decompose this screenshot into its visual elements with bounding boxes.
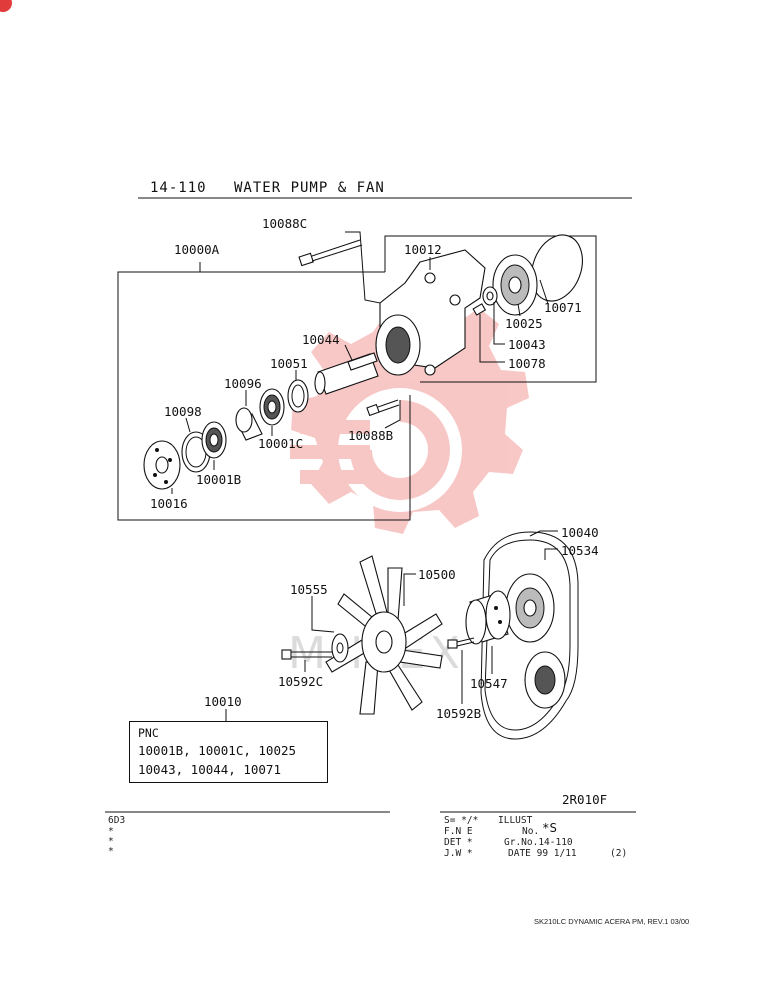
pnc-line-2: 10043, 10044, 10071 — [138, 762, 281, 777]
snap-ring-10098 — [181, 431, 211, 473]
info-left-row2: * — [108, 836, 114, 847]
callout-10001B: 10001B — [196, 472, 241, 487]
leader-10044 — [344, 344, 353, 361]
housing-10012 — [375, 249, 486, 376]
snap-ring-10051 — [287, 379, 309, 413]
callout-10016: 10016 — [150, 496, 188, 511]
pulley-lower — [524, 651, 566, 709]
assembly-10000A-boundary — [117, 271, 411, 521]
callout-10078: 10078 — [508, 356, 546, 371]
belt-10040 — [480, 531, 579, 740]
leader-10040 — [529, 530, 558, 537]
leader-10098 — [185, 417, 191, 433]
info-left-row3: * — [108, 846, 114, 857]
impeller-10025 — [492, 254, 538, 316]
pnc-box: PNC 10001B, 10001C, 10025 10043, 10044, … — [129, 721, 328, 783]
callout-10534: 10534 — [561, 543, 599, 558]
info-date: DATE 99 1/11 — [508, 848, 577, 859]
bearing-10001B — [201, 421, 227, 459]
corner-badge — [0, 0, 12, 12]
callout-10592C: 10592C — [278, 674, 323, 689]
leader-10025 — [517, 303, 521, 317]
doc-reference: SK210LC DYNAMIC ACERA PM, REV.1 03/00 — [534, 917, 689, 926]
info-illust: ILLUST — [498, 815, 533, 826]
group-number: 14-110 — [150, 180, 207, 196]
callout-10555: 10555 — [290, 582, 328, 597]
spacer-10547 — [465, 590, 511, 645]
callout-10547: 10547 — [470, 676, 508, 691]
callout-10000A: 10000A — [174, 242, 220, 257]
bolt-10088C — [298, 239, 363, 267]
info-j: J.W * — [444, 848, 473, 859]
model-code: 6D3 — [108, 815, 125, 826]
callout-10010: 10010 — [204, 694, 242, 709]
illustration-code: 2R010F — [562, 792, 607, 807]
info-d: DET * — [444, 837, 473, 848]
callout-10044: 10044 — [302, 332, 340, 347]
seal-10043 — [482, 286, 498, 306]
callout-10040: 10040 — [561, 525, 599, 540]
spacer-10096 — [235, 407, 263, 441]
info-f: F.N E — [444, 826, 473, 837]
info-left-row1: * — [108, 826, 114, 837]
callout-10088C: 10088C — [262, 216, 307, 231]
info-s: S= */* — [444, 815, 478, 826]
info-gr: Gr.No.14-110 — [504, 837, 573, 848]
callout-10025: 10025 — [505, 316, 543, 331]
callout-10071: 10071 — [544, 300, 582, 315]
housing-group-boundary — [384, 235, 597, 383]
info-page: (2) — [610, 848, 627, 859]
callout-10098: 10098 — [164, 404, 202, 419]
leader-10078 — [479, 314, 505, 363]
shaft-10044 — [314, 352, 379, 395]
callout-10088B: 10088B — [348, 428, 393, 443]
callout-10500: 10500 — [418, 567, 456, 582]
leader-10071 — [539, 279, 549, 305]
bolt-10592B — [447, 637, 475, 649]
leader-10043 — [493, 302, 505, 345]
cover-10071 — [531, 234, 583, 302]
spacer-10555 — [331, 633, 349, 663]
leader-10534 — [544, 548, 558, 560]
group-title: WATER PUMP & FAN — [234, 180, 385, 196]
leader-10555 — [311, 596, 335, 633]
leader-10088B — [384, 400, 401, 429]
pulley-10534 — [505, 573, 555, 643]
callout-10012: 10012 — [404, 242, 442, 257]
bolt-10088B — [366, 399, 400, 417]
callout-10001C: 10001C — [258, 436, 303, 451]
callout-10051: 10051 — [270, 356, 308, 371]
bearing-10001C — [259, 388, 285, 426]
leader-10088C — [345, 231, 391, 306]
callout-10096: 10096 — [224, 376, 262, 391]
info-no-value: *S — [542, 820, 557, 835]
pnc-line-1: 10001B, 10001C, 10025 — [138, 743, 297, 758]
callout-10592B: 10592B — [436, 706, 481, 721]
plug-10078 — [472, 303, 487, 316]
callout-10043: 10043 — [508, 337, 546, 352]
info-no: No. — [522, 826, 539, 837]
leader-10500 — [403, 573, 416, 606]
flange-10016 — [143, 440, 181, 490]
pnc-heading: PNC — [138, 726, 159, 740]
bolt-10592C — [281, 649, 332, 660]
fan-10500 — [325, 555, 443, 715]
